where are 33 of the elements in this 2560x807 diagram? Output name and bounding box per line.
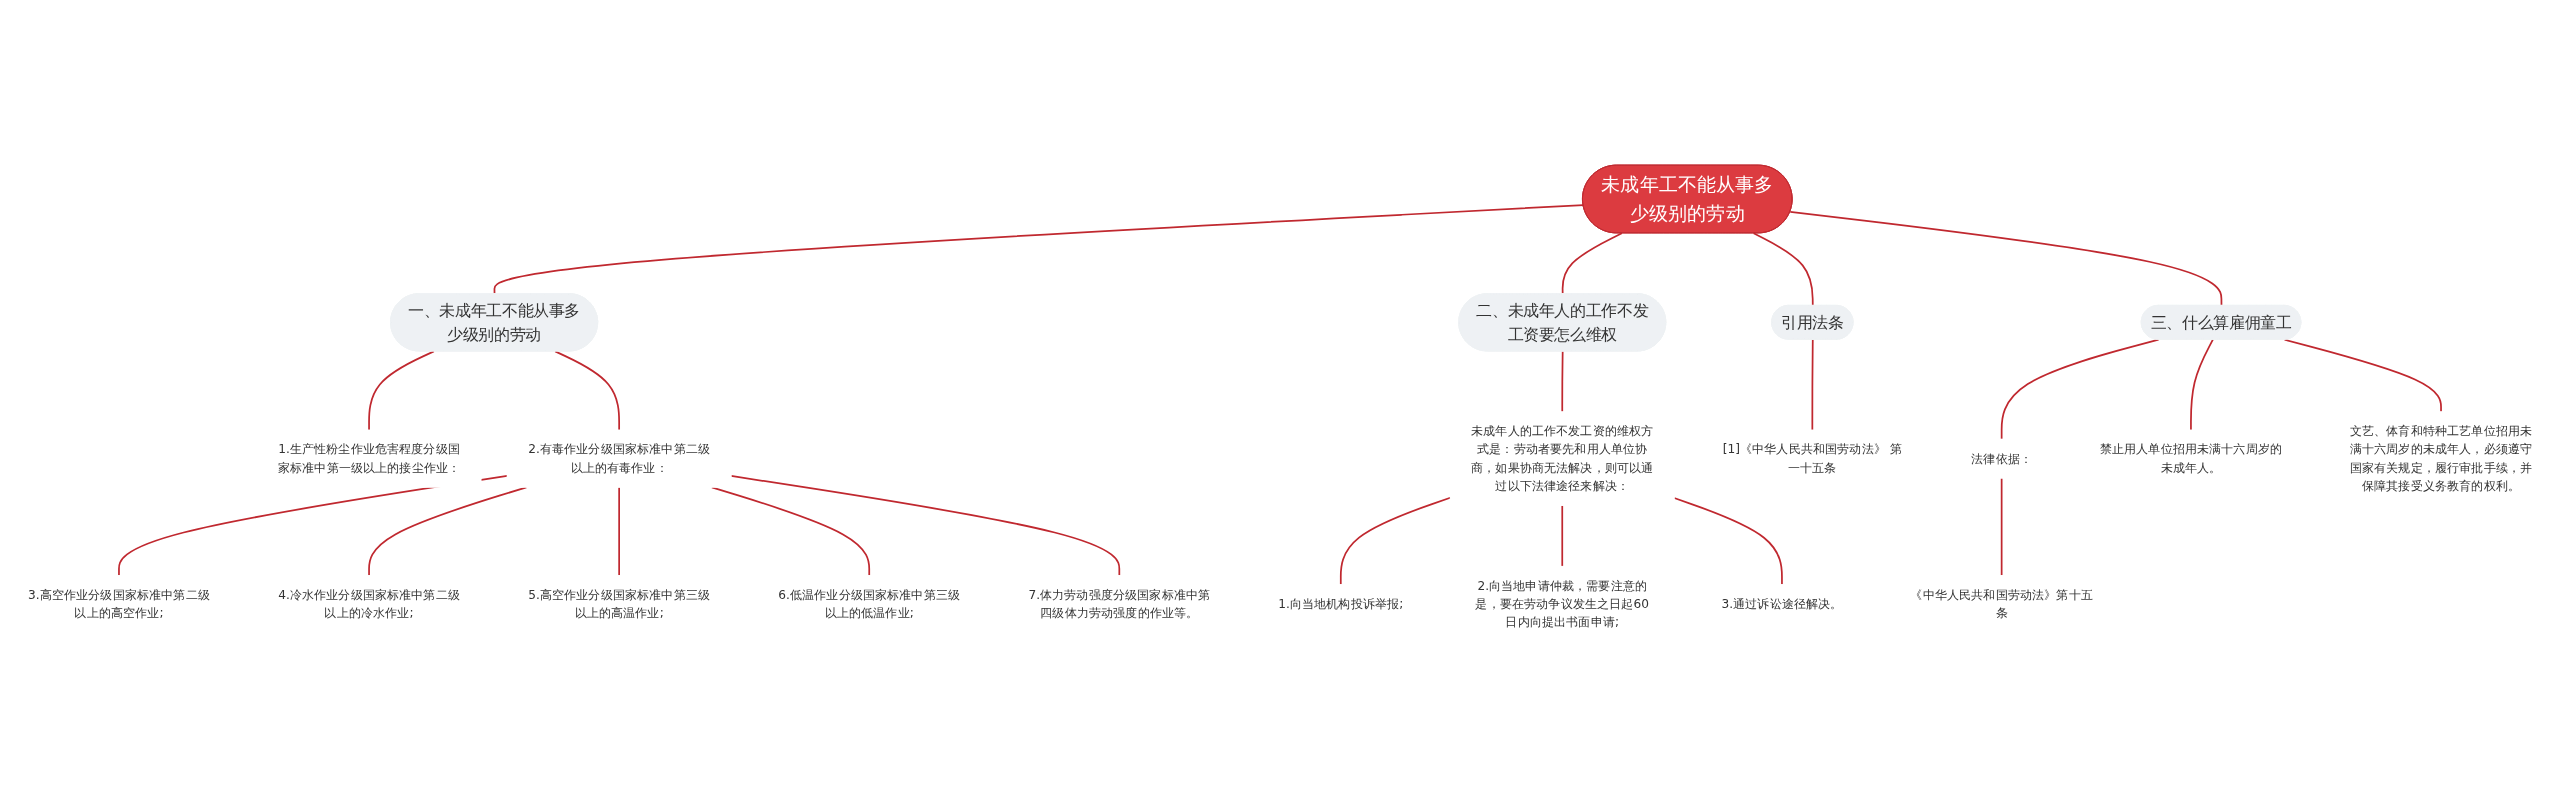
node-text: 未成年人的工作不发工资的维权方式是：劳动者要先和用人单位协商，如果协商无法解决，则可以通过以下法律途径来解决： (1471, 423, 1654, 493)
node-text: 法律依据： (1971, 451, 2033, 466)
node-text: 6.低温作业分级国家标准中第三级以上的低温作业; (778, 587, 961, 620)
connector (368, 350, 435, 431)
connector (2190, 338, 2214, 431)
connector (1811, 338, 1814, 431)
node-text: 禁止用人单位招用未满十六周岁的未成年人。 (2099, 442, 2283, 475)
node-text: 4.冷水作业分级国家标准中第二级以上的冷水作业; (278, 587, 460, 620)
node-text: 3.通过诉讼途径解决。 (1721, 596, 1843, 611)
connector (2000, 338, 2160, 440)
connector (1789, 210, 2223, 307)
node-text: 3.高空作业分级国家标准中第二级以上的高空作业; (28, 587, 210, 620)
connector (2283, 338, 2442, 413)
connector (711, 486, 871, 577)
connector (1752, 232, 1814, 307)
node-text: 7.体力劳动强度分级国家标准中第四级体力劳动强度的作业等。 (1028, 587, 1211, 620)
node-text: 1.向当地机构投诉举报; (1278, 596, 1404, 611)
connector (554, 350, 620, 431)
node-text: 2.有毒作业分级国家标准中第二级以上的有毒作业： (528, 442, 711, 475)
node-text: 文艺、体育和特种工艺单位招用未满十六周岁的未成年人，必须遵守国家有关规定，履行审批手续，并保障其接受义务教育的权利。 (2349, 423, 2533, 493)
connector (1673, 497, 1783, 586)
connector (2000, 477, 2003, 577)
node-text: [1]《中华人民共和国劳动法》 第一十五条 (1722, 442, 1902, 475)
connector (1561, 504, 1564, 568)
node-text: 5.高空作业分级国家标准中第三级以上的高温作业; (528, 587, 711, 620)
connector (1561, 232, 1623, 295)
connector (1561, 350, 1564, 413)
connector (493, 204, 1585, 295)
node-text: 《中华人民共和国劳动法》第十五条 (1910, 587, 2093, 620)
connector (730, 475, 1121, 577)
node-text: 2.向当地申请仲裁，需要注意的是，要在劳动争议发生之日起60日内向提出书面申请; (1475, 578, 1650, 629)
connector (1339, 496, 1452, 586)
connector (618, 486, 620, 577)
